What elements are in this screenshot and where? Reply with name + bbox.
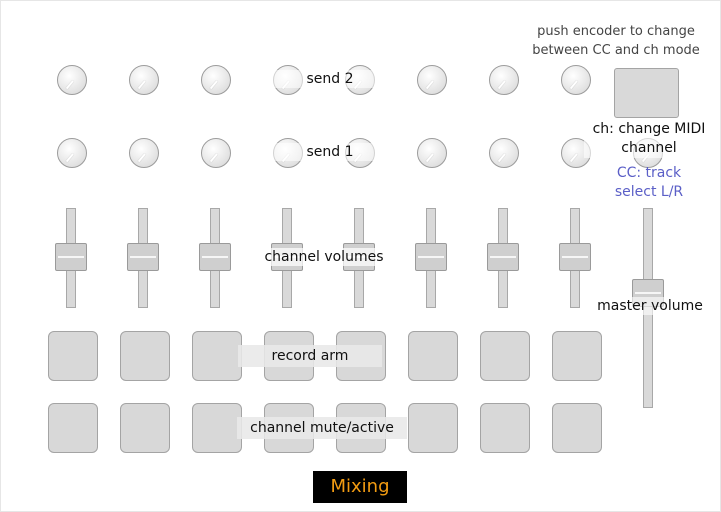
channel-fader-handle[interactable] bbox=[127, 243, 159, 271]
record-arm-pad[interactable] bbox=[192, 331, 242, 381]
channel-mute-pad[interactable] bbox=[408, 403, 458, 453]
channel-fader-handle[interactable] bbox=[559, 243, 591, 271]
channel-mode-note: ch: change MIDI channel bbox=[584, 120, 714, 158]
channel-volumes-label: channel volumes bbox=[256, 248, 392, 266]
send-1-knob[interactable] bbox=[57, 138, 87, 168]
channel-fader-handle[interactable] bbox=[199, 243, 231, 271]
channel-mute-pad[interactable] bbox=[192, 403, 242, 453]
channel-fader-handle[interactable] bbox=[55, 243, 87, 271]
record-arm-pad[interactable] bbox=[48, 331, 98, 381]
master-volume-label: master volume bbox=[592, 297, 708, 315]
encoder-hint-note: push encoder to change between CC and ch… bbox=[532, 24, 700, 58]
send-2-knob[interactable] bbox=[201, 65, 231, 95]
send-2-knob[interactable] bbox=[129, 65, 159, 95]
record-arm-pad[interactable] bbox=[408, 331, 458, 381]
mode-badge: Mixing bbox=[313, 471, 407, 503]
channel-mute-pad[interactable] bbox=[480, 403, 530, 453]
record-arm-pad[interactable] bbox=[552, 331, 602, 381]
send-2-label: send 2 bbox=[268, 70, 392, 88]
send-2-knob[interactable] bbox=[57, 65, 87, 95]
channel-fader-handle[interactable] bbox=[487, 243, 519, 271]
channel-mute-pad[interactable] bbox=[120, 403, 170, 453]
record-arm-pad[interactable] bbox=[120, 331, 170, 381]
channel-mute-label: channel mute/active bbox=[237, 417, 407, 439]
send-1-knob[interactable] bbox=[201, 138, 231, 168]
encoder-mode-button[interactable] bbox=[614, 68, 679, 118]
channel-fader-handle[interactable] bbox=[415, 243, 447, 271]
send-2-knob[interactable] bbox=[561, 65, 591, 95]
send-1-label: send 1 bbox=[268, 143, 392, 161]
record-arm-pad[interactable] bbox=[480, 331, 530, 381]
channel-mute-pad[interactable] bbox=[48, 403, 98, 453]
send-2-knob[interactable] bbox=[417, 65, 447, 95]
cc-mode-note: CC: track select L/R bbox=[614, 165, 684, 200]
send-2-knob[interactable] bbox=[489, 65, 519, 95]
channel-mute-pad[interactable] bbox=[552, 403, 602, 453]
send-1-knob[interactable] bbox=[489, 138, 519, 168]
send-1-knob[interactable] bbox=[129, 138, 159, 168]
send-1-knob[interactable] bbox=[417, 138, 447, 168]
record-arm-label: record arm bbox=[238, 345, 382, 367]
